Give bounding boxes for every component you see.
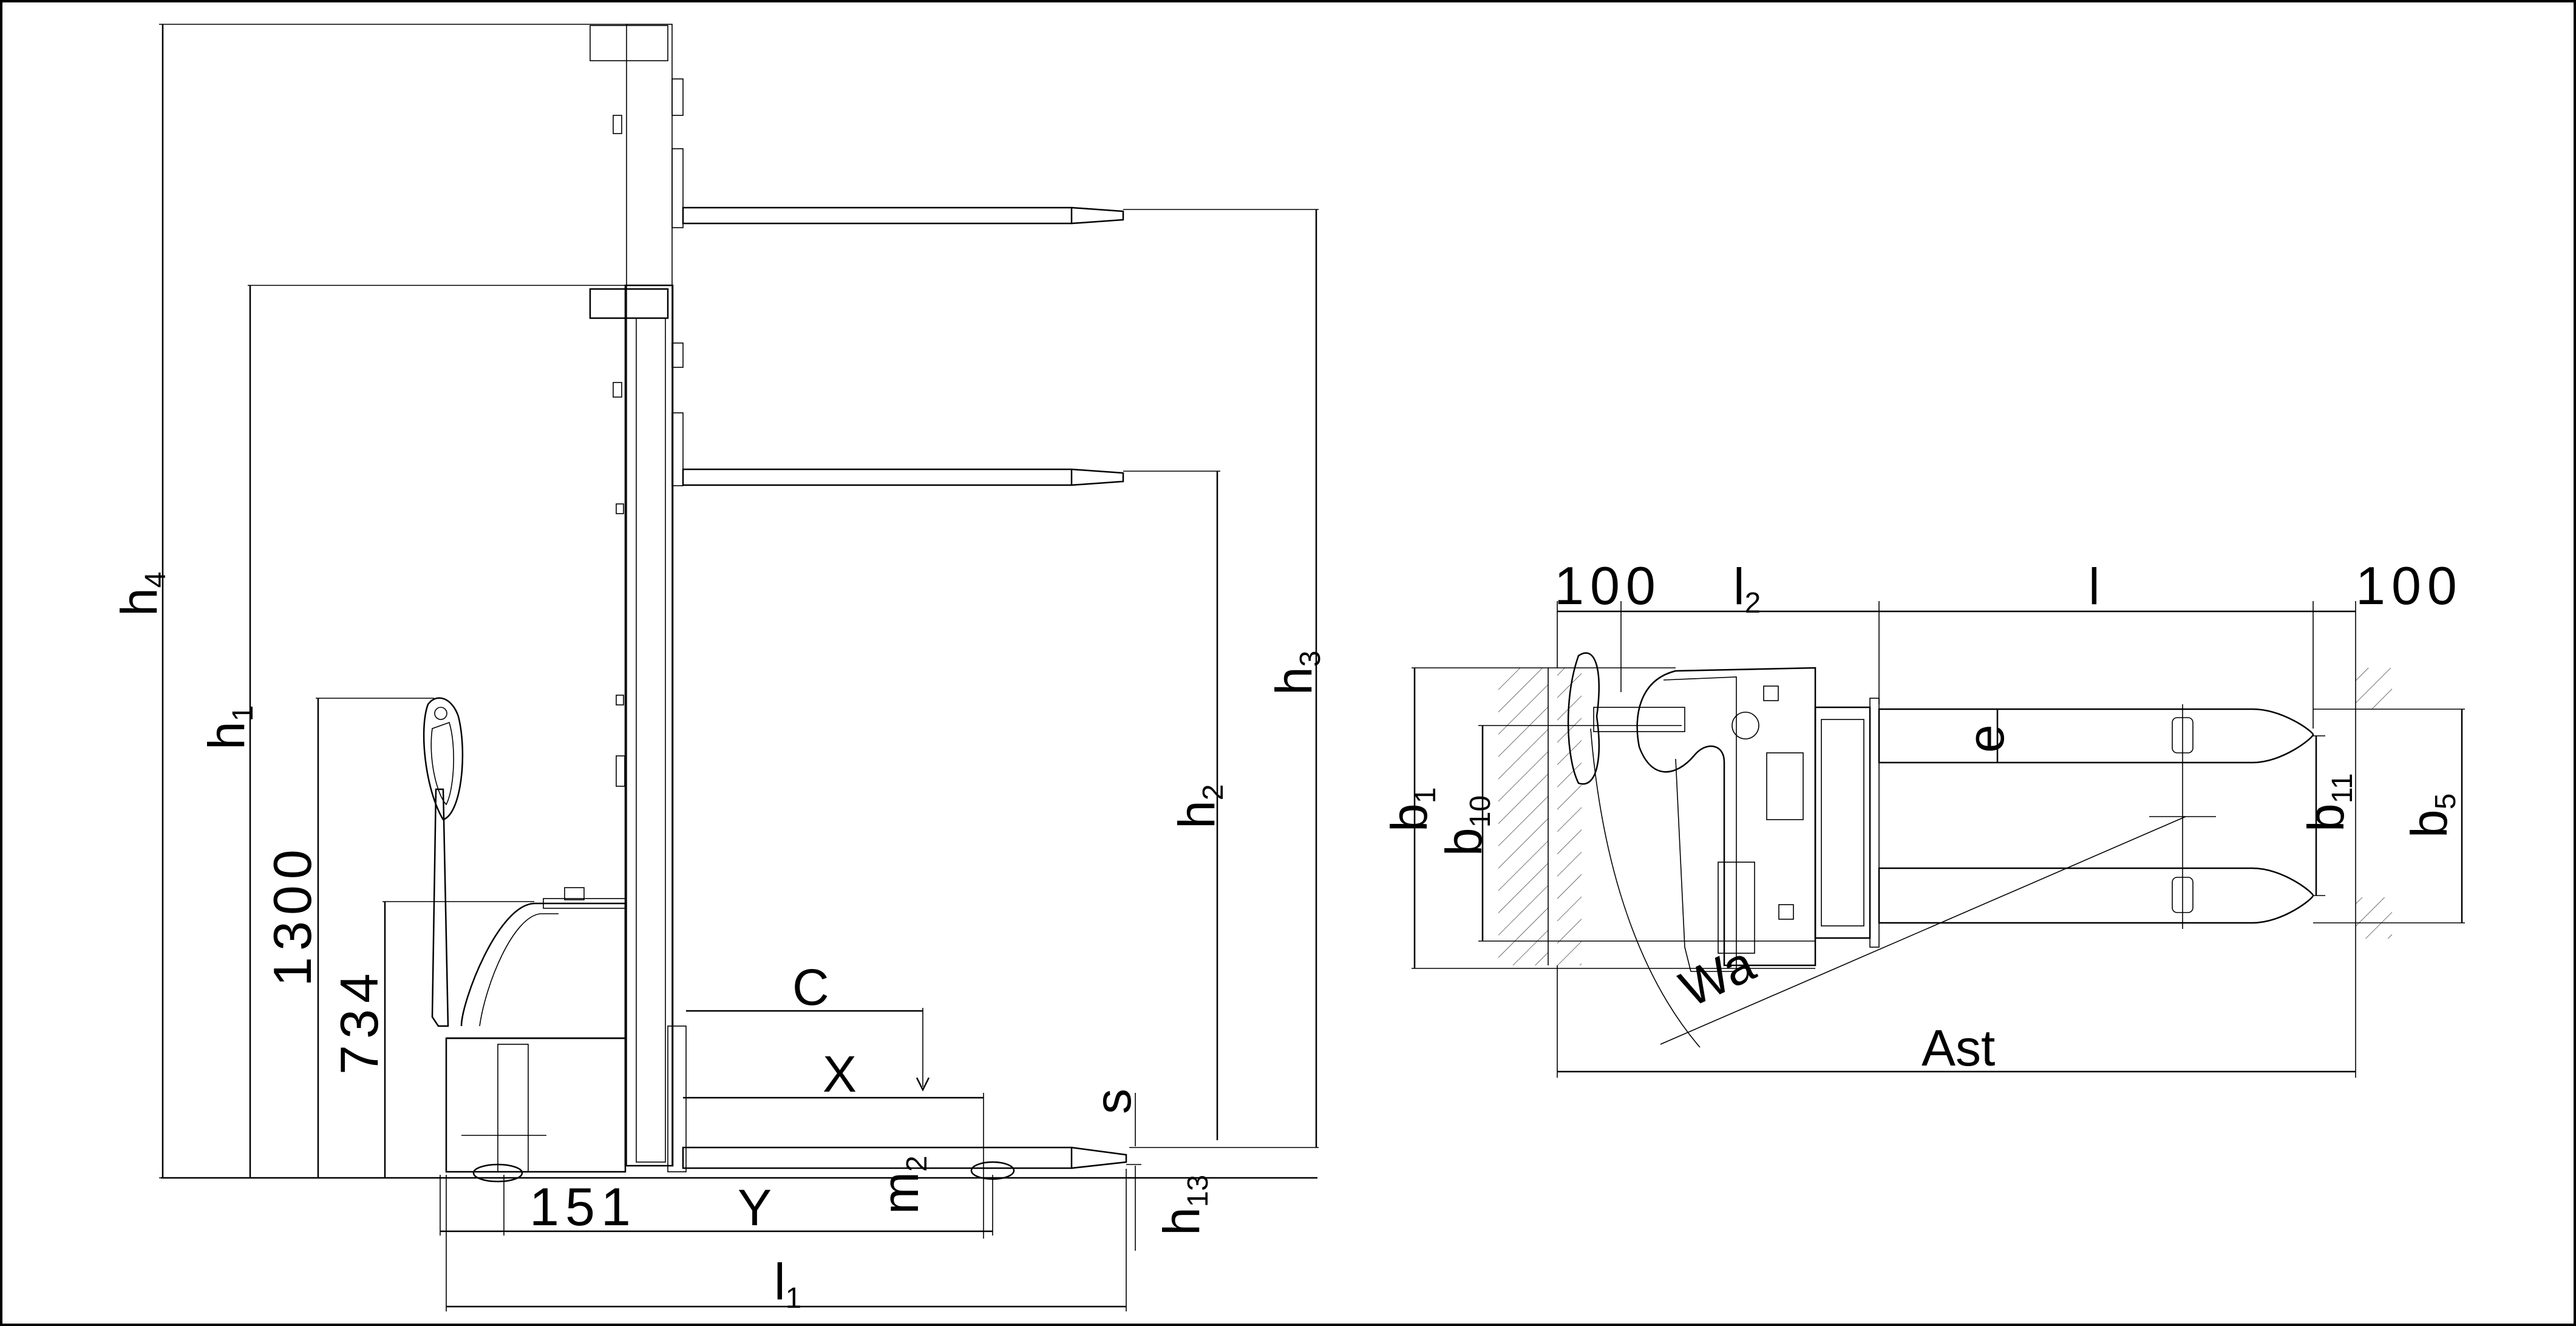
fork-top	[1878, 708, 2314, 764]
fork-carriage	[1814, 706, 1871, 939]
label-h3: h3	[1265, 651, 1327, 695]
label-100-right: 100	[2356, 556, 2463, 616]
chassis	[445, 1037, 627, 1173]
dim-h3: h3	[1123, 209, 1327, 1148]
dim-top-row: 100 l2 l 100	[1554, 556, 2463, 729]
label-b1: b1	[1381, 787, 1442, 832]
drive-wheel	[472, 1163, 523, 1183]
label-h2: h2	[1168, 784, 1229, 829]
label-c: C	[792, 959, 829, 1016]
label-b10: b10	[1435, 795, 1497, 856]
dim-h2: h2	[1123, 471, 1229, 1140]
fork-middle	[682, 468, 1073, 486]
label-l1: l1	[774, 1253, 801, 1314]
label-1300: 1300	[262, 843, 322, 987]
dim-l1: l1	[446, 1169, 1127, 1314]
label-b11: b11	[2297, 773, 2359, 832]
label-h13: h13	[1153, 1175, 1214, 1236]
dim-m2: m2	[872, 1155, 933, 1214]
dim-b10: b10	[1435, 725, 1815, 942]
dim-h13: h13	[1126, 1164, 1214, 1251]
dim-734: 734	[329, 901, 534, 1178]
dim-s: s	[1084, 1089, 1141, 1146]
label-s: s	[1084, 1089, 1141, 1114]
fork-bottom	[1878, 867, 2314, 924]
dim-e: e	[1957, 709, 2014, 763]
label-b5: b5	[2401, 794, 2462, 838]
dim-h1: h1	[198, 285, 625, 1178]
label-734: 734	[329, 967, 389, 1075]
label-h4: h4	[110, 572, 172, 616]
label-l: l	[2088, 558, 2100, 615]
dim-1300: 1300	[262, 698, 434, 1178]
dim-x: X	[683, 1046, 984, 1239]
dim-c: C	[686, 959, 930, 1092]
label-y: Y	[738, 1179, 772, 1236]
wall-right-bottom	[2356, 897, 2392, 939]
label-151: 151	[529, 1177, 637, 1237]
dim-b1: b1	[1381, 667, 1815, 969]
label-100-left: 100	[1554, 556, 1662, 616]
fork-upper	[682, 206, 1073, 225]
dim-151-y: 151 Y	[440, 1175, 993, 1237]
tiller-arm	[431, 788, 449, 1027]
dim-ast: Ast	[1557, 965, 2356, 1078]
fork-lowered	[682, 1146, 1073, 1169]
dim-h4: h4	[110, 24, 627, 1178]
side-view: h4 h1 1300 734 h2	[110, 24, 1327, 1314]
label-e: e	[1957, 724, 2014, 753]
dim-b5: b5	[2313, 709, 2465, 923]
label-x: X	[823, 1046, 857, 1103]
truck-body-top	[1636, 667, 1816, 967]
top-view: 100 l2 l 100 b1 b10 e b1	[1381, 556, 2465, 1078]
wall-left	[1498, 668, 1548, 965]
label-l2: l2	[1733, 558, 1761, 619]
dim-b11: b11	[2297, 735, 2359, 896]
mast-lowered	[624, 284, 674, 1167]
wall-right-top	[2356, 668, 2392, 709]
label-h1: h1	[198, 706, 259, 750]
label-m2: m2	[872, 1155, 933, 1214]
label-ast: Ast	[1922, 1019, 1995, 1076]
